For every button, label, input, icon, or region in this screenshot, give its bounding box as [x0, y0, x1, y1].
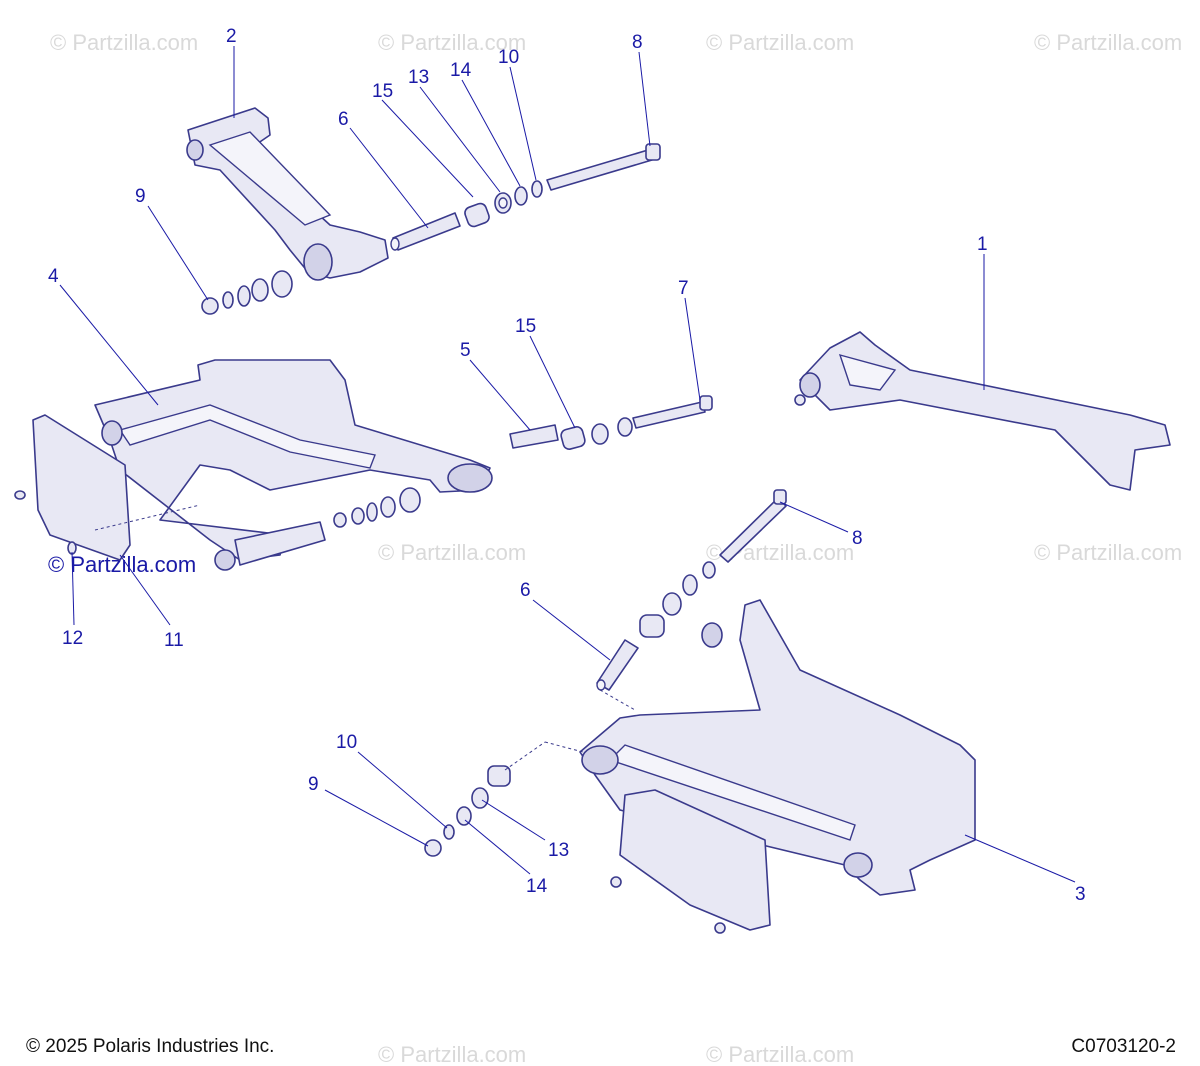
- callout-6: 6: [520, 580, 531, 601]
- leader-lines: [59, 46, 1076, 883]
- leader-9-bottom: [324, 789, 429, 847]
- copyright-text: © 2025 Polaris Industries Inc.: [26, 1036, 275, 1057]
- leader-8-top: [638, 51, 651, 147]
- callout-11: 11: [164, 630, 184, 651]
- watermark: © Partzilla.com: [706, 30, 854, 55]
- leader-9-top: [147, 205, 209, 301]
- callout-4: 4: [48, 266, 59, 287]
- callout-1: 1: [977, 234, 988, 255]
- callout-8: 8: [852, 528, 863, 549]
- callout-13: 13: [548, 840, 569, 861]
- leader-15-top: [381, 99, 474, 198]
- leader-14-bottom: [464, 819, 531, 875]
- top-hardware: [390, 143, 661, 251]
- watermark: © Partzilla.com: [50, 30, 198, 55]
- leader-13-top: [419, 86, 501, 193]
- leader-7: [684, 297, 701, 401]
- leader-10-top: [509, 66, 537, 181]
- callout-13: 13: [408, 67, 429, 88]
- callout-8: 8: [632, 32, 643, 53]
- callout-5: 5: [460, 340, 471, 361]
- leader-10-bottom: [357, 751, 448, 829]
- callout-6: 6: [338, 109, 349, 130]
- part-1-upper-arm-right: [794, 331, 1171, 491]
- leader-8-bottom: [779, 501, 849, 533]
- callout-14: 14: [450, 60, 472, 81]
- callout-7: 7: [678, 278, 689, 299]
- callout-10: 10: [336, 732, 357, 753]
- middle-hardware: [509, 395, 713, 450]
- leader-5: [469, 359, 531, 431]
- watermark: © Partzilla.com: [706, 1042, 854, 1066]
- leader-14-top: [461, 79, 521, 187]
- left-top-hardware: [201, 270, 293, 315]
- callout-10: 10: [498, 47, 519, 68]
- leader-6-top: [349, 127, 429, 229]
- lower-left-hardware: [333, 487, 421, 528]
- leader-13-bottom: [481, 799, 546, 841]
- callout-2: 2: [226, 26, 237, 47]
- watermark: © Partzilla.com: [1034, 30, 1182, 55]
- leader-3: [964, 834, 1076, 883]
- callout-12: 12: [62, 628, 83, 649]
- leader-4: [59, 284, 159, 406]
- callouts: 2 15 13 14 10 8 6 9 1 4 7 15 5 8 6 12 11…: [48, 26, 1086, 905]
- lower-right-hardware: [596, 489, 787, 711]
- leader-11: [119, 554, 171, 626]
- callout-15: 15: [372, 81, 393, 102]
- watermark: © Partzilla.com: [378, 30, 526, 55]
- watermark-layer: © Partzilla.com © Partzilla.com © Partzi…: [48, 30, 1182, 1066]
- leader-15-mid: [529, 335, 576, 429]
- part-3-lower-arm-right: [544, 599, 976, 934]
- diagram-code: C0703120-2: [1071, 1036, 1176, 1057]
- watermark: © Partzilla.com: [378, 540, 526, 565]
- leader-6-bottom: [532, 599, 611, 661]
- leader-12: [71, 551, 75, 626]
- watermark: © Partzilla.com: [378, 1042, 526, 1066]
- callout-9: 9: [135, 186, 146, 207]
- callout-14: 14: [526, 876, 548, 897]
- callout-15: 15: [515, 316, 536, 337]
- watermark: © Partzilla.com: [1034, 540, 1182, 565]
- part-4-lower-arm-left: [14, 359, 493, 571]
- callout-3: 3: [1075, 884, 1086, 905]
- part-2-upper-arm: [186, 107, 389, 281]
- callout-9: 9: [308, 774, 319, 795]
- lower-center-hardware: [424, 741, 546, 857]
